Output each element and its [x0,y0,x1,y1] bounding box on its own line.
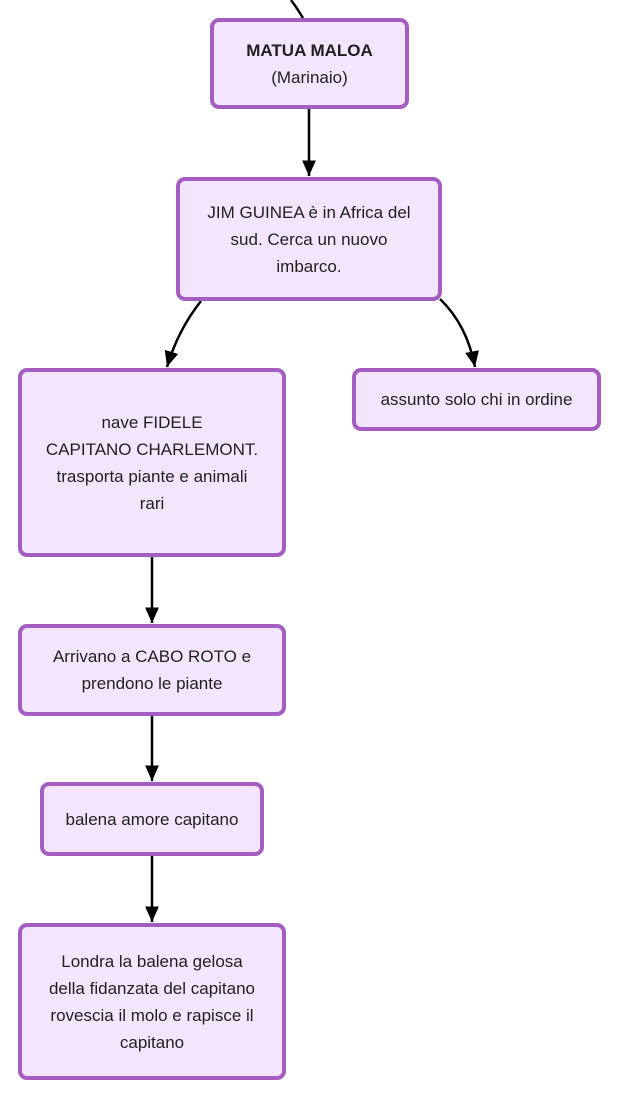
node-assunto-line: assunto solo chi in ordine [380,390,573,409]
node-assunto[interactable]: assunto solo chi in ordine [352,368,601,431]
node-jim-guinea[interactable]: JIM GUINEA è in Africa del sud. Cerca un… [176,177,442,301]
connector-jim-to-nave [164,300,202,368]
node-jim-guinea-line: sud. Cerca un nuovo [230,229,388,249]
connector-jim-to-assunto [439,298,479,368]
node-londra-line: capitano [119,1032,185,1052]
node-jim-guinea-line: JIM GUINEA è in Africa del [207,202,411,222]
node-matua-maloa-subtitle: (Marinaio) [271,67,348,87]
node-jim-guinea-line: imbarco. [276,256,342,276]
node-londra[interactable]: Londra la balena gelosa della fidanzata … [18,923,286,1080]
node-londra-line: Londra la balena gelosa [61,951,243,971]
node-arrivano-line: prendono le piante [81,674,223,693]
connector-incoming [289,0,305,19]
node-balena[interactable]: balena amore capitano [40,782,264,856]
node-arrivano[interactable]: Arrivano a CABO ROTO e prendono le piant… [18,624,286,716]
node-londra-line: della fidanzata del capitano [48,978,256,998]
node-nave-fidele-line: rari [139,493,165,513]
node-nave-fidele-line: nave FIDELE [101,412,203,432]
node-londra-line: rovescia il molo e rapisce il [50,1005,254,1025]
node-matua-maloa-title: MATUA MALOA [246,40,373,60]
node-matua-maloa[interactable]: MATUA MALOA (Marinaio) [210,18,409,109]
node-arrivano-line: Arrivano a CABO ROTO e [52,647,252,666]
node-nave-fidele[interactable]: nave FIDELE CAPITANO CHARLEMONT. traspor… [18,368,286,557]
node-balena-line: balena amore capitano [65,809,239,829]
node-nave-fidele-line: trasporta piante e animali [56,466,248,486]
node-nave-fidele-line: CAPITANO CHARLEMONT. [45,439,259,459]
